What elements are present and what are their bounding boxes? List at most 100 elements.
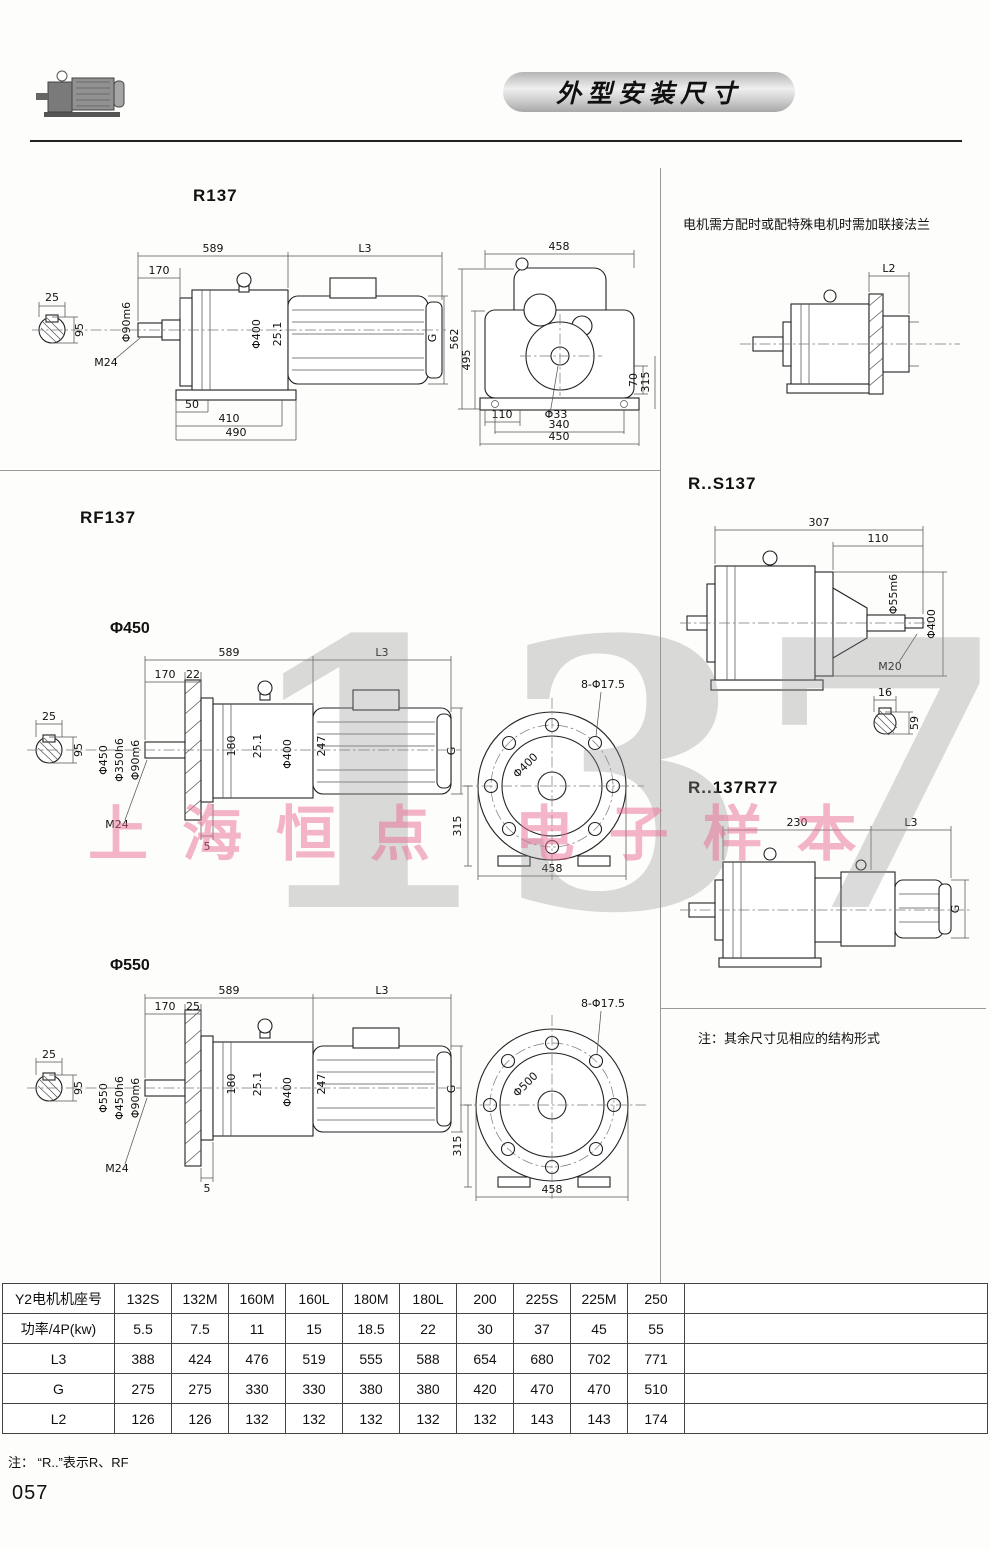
- cell: 702: [570, 1343, 628, 1374]
- cell: 180L: [399, 1283, 457, 1314]
- cell: 330: [228, 1373, 286, 1404]
- cell: 132M: [171, 1283, 229, 1314]
- dim-L3: L3: [375, 984, 388, 997]
- cell: 22: [399, 1313, 457, 1344]
- cell: 7.5: [171, 1313, 229, 1344]
- dim-110: 110: [868, 532, 889, 545]
- rf550-front-drawing: 8-Φ17.5 Φ500 315 458: [451, 997, 646, 1201]
- dim-170: 170: [149, 264, 170, 277]
- dimension-table: Y2电机机座号 132S 132M 160M 160L 180M 180L 20…: [2, 1283, 988, 1434]
- row-label: L3: [2, 1343, 115, 1374]
- cell: 330: [285, 1373, 343, 1404]
- dim-shaft-dia: Φ90m6: [129, 740, 142, 780]
- cell: 771: [627, 1343, 685, 1374]
- dim-spigot: Φ450h6: [113, 1076, 126, 1120]
- cell: 200: [456, 1283, 514, 1314]
- dim-25: 25: [42, 1048, 56, 1061]
- row-label: Y2电机机座号: [2, 1283, 115, 1314]
- section-title-rf137: RF137: [80, 508, 137, 527]
- cell: 680: [513, 1343, 571, 1374]
- row-label: G: [2, 1373, 115, 1404]
- dim-247: 247: [315, 1074, 328, 1095]
- reducer-motor-side-view: [137, 272, 443, 401]
- dim-59: 59: [908, 716, 921, 730]
- flange-adapter-drawing: L2: [740, 262, 960, 395]
- cell: 588: [399, 1343, 457, 1374]
- shaft-section-view: 25 95: [35, 1048, 85, 1102]
- dim-L3: L3: [358, 242, 371, 255]
- double-reducer-view: [688, 847, 952, 968]
- cell: 11: [228, 1313, 286, 1344]
- dim-L3: L3: [375, 646, 388, 659]
- dim-70: 70: [627, 373, 640, 387]
- shaft-section-view: 25 95: [38, 291, 86, 344]
- dim-230: 230: [787, 816, 808, 829]
- dim-25-top: 25: [186, 1000, 200, 1013]
- dim-490: 490: [226, 426, 247, 439]
- dim-307: 307: [809, 516, 830, 529]
- page-title: 外型安装尺寸: [555, 80, 742, 108]
- reducer-with-flange: [752, 289, 919, 395]
- cell: 424: [171, 1343, 229, 1374]
- cell: 143: [513, 1403, 571, 1434]
- cell: 654: [456, 1343, 514, 1374]
- shaft-section-view: 25 95: [35, 710, 85, 764]
- r137r77-drawing: 230 L3 G: [680, 816, 970, 968]
- cell: 15: [285, 1313, 343, 1344]
- dim-458: 458: [549, 240, 570, 253]
- dim-flange-od: Φ450: [97, 745, 110, 775]
- rf550-side-drawing: 25 95 589 L3 170 25 Φ550 Φ450h6: [27, 984, 463, 1195]
- horizontal-divider-left: [0, 470, 660, 471]
- empty-cell: [684, 1283, 988, 1314]
- header-rule: [30, 140, 962, 142]
- cell: 470: [513, 1373, 571, 1404]
- dim-247: 247: [315, 736, 328, 757]
- table-row-L2: L2 126 126 132 132 132 132 132 143 143 1…: [2, 1403, 988, 1434]
- horizontal-divider-right: [660, 1008, 986, 1009]
- cell: 510: [627, 1373, 685, 1404]
- cell: 132: [399, 1403, 457, 1434]
- dim-22: 22: [186, 668, 200, 681]
- dimension-lines: 458 562 495 110 Φ33 340 450 70 315: [448, 240, 656, 446]
- dimension-lines: L2: [868, 262, 910, 314]
- r137-front-drawing: 458 562 495 110 Φ33 340 450 70 315: [448, 240, 656, 446]
- dim-16: 16: [878, 686, 892, 699]
- dim-shaft-dia: Φ90m6: [129, 1078, 142, 1118]
- vertical-divider: [660, 168, 661, 1283]
- cell: 45: [570, 1313, 628, 1344]
- dim-458: 458: [542, 862, 563, 875]
- cell: 555: [342, 1343, 400, 1374]
- dim-G: G: [445, 1085, 458, 1094]
- dim-170: 170: [155, 668, 176, 681]
- flange-face-view: [460, 1015, 646, 1199]
- cell: 519: [285, 1343, 343, 1374]
- dim-thread-M24: M24: [94, 356, 118, 369]
- dim-315: 315: [639, 372, 652, 393]
- table-row-frame-size: Y2电机机座号 132S 132M 160M 160L 180M 180L 20…: [2, 1283, 988, 1314]
- cell: 180M: [342, 1283, 400, 1314]
- dim-25-1: 25.1: [271, 322, 284, 347]
- cell: 380: [399, 1373, 457, 1404]
- table-row-L3: L3 388 424 476 519 555 588 654 680 702 7…: [2, 1343, 988, 1374]
- dim-495: 495: [460, 350, 473, 371]
- cell: 420: [456, 1373, 514, 1404]
- rs137-drawing: 307 110 Φ55m6 Φ400 M20 16 59: [680, 516, 947, 736]
- dim-180: 180: [225, 736, 238, 757]
- dim-315: 315: [451, 816, 464, 837]
- dim-dia400: Φ400: [281, 739, 294, 769]
- dim-5: 5: [204, 1182, 211, 1195]
- subsection-title-550: Φ550: [110, 957, 150, 974]
- dim-50: 50: [185, 398, 199, 411]
- cell: 55: [627, 1313, 685, 1344]
- footnote: 注： “R..”表示R、RF: [8, 1455, 129, 1470]
- rf450-side-drawing: 25 95 589 L3 170 22 Φ450 Φ350h6: [27, 646, 463, 853]
- cell: 388: [114, 1343, 172, 1374]
- dim-589: 589: [219, 646, 240, 659]
- cell: 225S: [513, 1283, 571, 1314]
- cell: 380: [342, 1373, 400, 1404]
- dim-95: 95: [72, 743, 85, 757]
- table-row-G: G 275 275 330 330 380 380 420 470 470 51…: [2, 1373, 988, 1404]
- dim-450: 450: [549, 430, 570, 443]
- r137-side-drawing: 25 95 589 L3 170 Φ90m6 M24: [32, 242, 448, 441]
